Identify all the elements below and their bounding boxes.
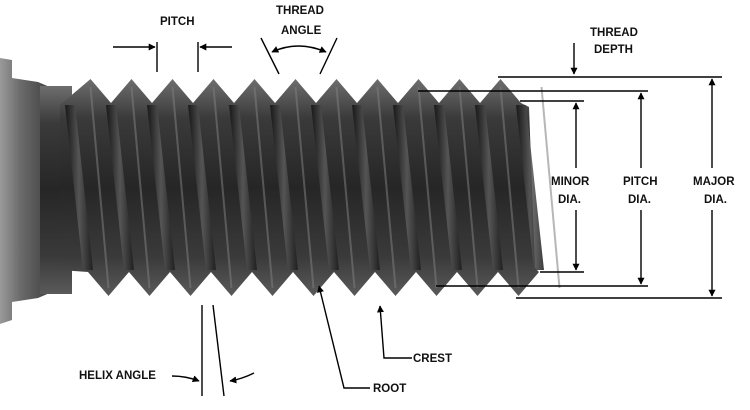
root-leader [317,285,370,389]
thread-groove [270,105,298,270]
thread-groove [311,105,339,270]
major-dia-label-line1: MAJOR [693,176,735,188]
bolt-thread-body [60,79,539,296]
major-diameter-annotation: MAJOR DIA. [693,78,735,297]
major-dia-label-line2: DIA. [704,194,727,206]
thread-crest-highlight [335,86,356,289]
thread-angle-label-line1: THREAD [276,5,324,17]
thread-crest-highlight [89,86,110,289]
thread-groove [188,105,216,270]
thread-angle-label-line2: ANGLE [281,25,322,37]
thread-depth-annotation: THREAD DEPTH [570,27,638,75]
root-annotation: ROOT [317,285,406,395]
pitch-label: PITCH [160,16,195,28]
minor-dia-label-line1: MINOR [551,176,590,188]
thread-groove [147,105,175,270]
thread-crest-highlight [253,86,274,289]
diameter-extension-lines [418,76,722,299]
pitch-diameter-annotation: PITCH DIA. [623,92,658,285]
pitch-dia-label-line1: PITCH [623,176,658,188]
helix-angle-annotation: HELIX ANGLE [79,304,255,397]
thread-angle-right-flank-line [319,37,338,75]
helix-angle-label: HELIX ANGLE [79,370,156,382]
thread-crest-highlight [458,86,479,289]
thread-angle-left-flank-line [260,37,280,75]
root-label: ROOT [373,383,406,395]
crest-label: CREST [413,353,452,365]
thread-grooves [65,86,561,289]
thread-crest-highlight [294,86,315,289]
thread-groove [65,105,93,270]
crest-annotation: CREST [376,305,452,365]
bolt-head [0,58,52,324]
thread-angle-annotation: THREAD ANGLE [260,5,338,75]
crest-leader [376,305,412,359]
thread-crest-highlight [417,86,438,289]
helix-angle-right-arrow [229,372,255,384]
minor-diameter-annotation: MINOR DIA. [551,102,590,271]
thread-groove [106,105,134,270]
helix-angle-slanted-line [212,304,225,397]
thread-groove [229,105,257,270]
threaded-bolt-photo [0,58,561,324]
thread-angle-arc-arrow [271,45,327,53]
helix-angle-left-arrow [171,375,200,383]
thread-crest-highlight [499,86,520,289]
thread-groove [516,105,544,270]
thread-crest-highlight [212,86,233,289]
thread-groove [352,105,380,270]
thread-depth-label-line1: THREAD [590,27,638,39]
thread-groove [475,105,503,270]
thread-depth-label-line2: DEPTH [594,44,633,56]
thread-crest-highlight [171,86,192,289]
thread-crest-highlight [376,86,397,289]
thread-groove [393,105,421,270]
minor-dia-label-line2: DIA. [558,194,581,206]
pitch-annotation: PITCH [113,16,232,72]
pitch-dia-label-line2: DIA. [628,194,651,206]
thread-crest-highlight [540,86,561,289]
thread-crest-highlight [130,86,151,289]
thread-groove [434,105,462,270]
